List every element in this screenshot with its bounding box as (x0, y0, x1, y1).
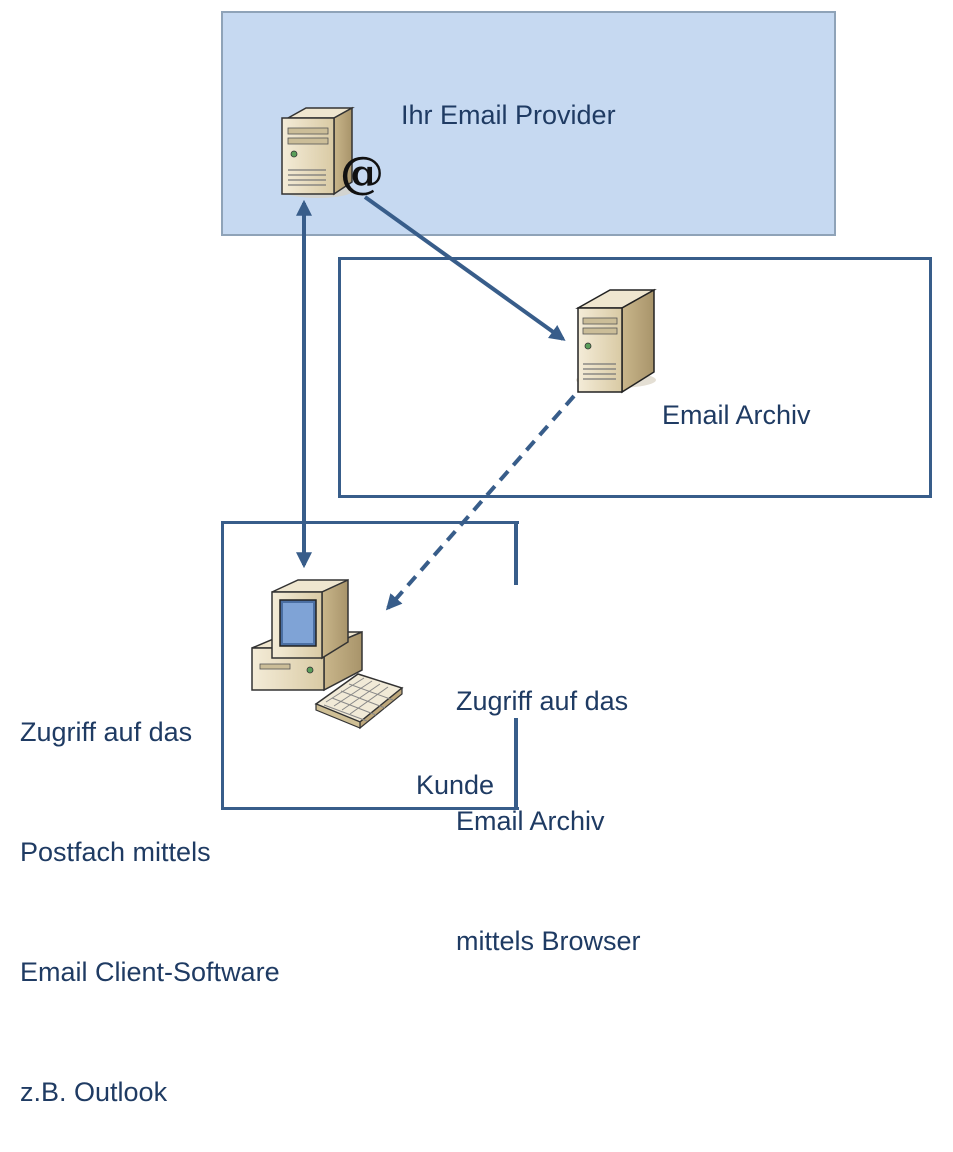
email-server-icon (281, 106, 355, 198)
kunde-box-right-edge-bottom (514, 718, 518, 810)
client-note-line: Zugriff auf das (20, 717, 193, 747)
client-note-line: z.B. Outlook (20, 1077, 168, 1107)
kunde-label: Kunde (416, 770, 495, 800)
archive-client-dashed-arrow (385, 394, 576, 611)
archive-label: Email Archiv (662, 400, 811, 430)
at-symbol-icon: @ (340, 148, 384, 199)
provider-archive-arrow (363, 195, 566, 341)
client-note-line: Email Client-Software (20, 957, 280, 987)
desktop-computer-icon (251, 578, 404, 730)
client-note-line: Postfach mittels (20, 837, 211, 867)
browser-note-line: Zugriff auf das (456, 686, 629, 716)
archive-box (338, 257, 932, 498)
provider-label: Ihr Email Provider (401, 100, 616, 130)
browser-note-line: mittels Browser (456, 926, 641, 956)
diagram-overlay: @ (251, 106, 657, 730)
archive-server-icon (575, 288, 657, 394)
kunde-box-right-edge-top (514, 521, 518, 585)
kunde-box (221, 521, 519, 810)
